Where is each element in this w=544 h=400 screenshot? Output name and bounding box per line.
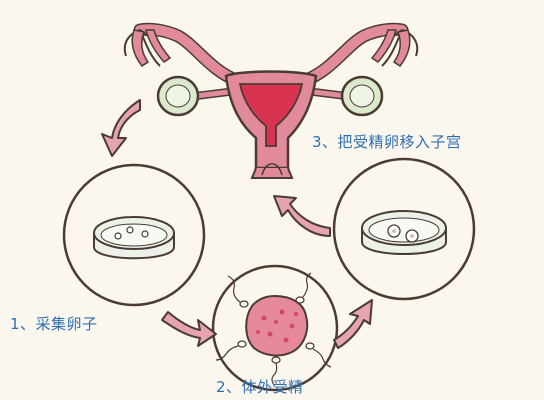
- arrow-dish-to-fertilization: [161, 311, 217, 347]
- step-2-label: 2、体外受精: [216, 378, 304, 396]
- embryo-culture-circle: [332, 157, 476, 301]
- egg-collection-circle: [62, 163, 206, 307]
- petri-dish-2: [361, 210, 447, 255]
- step-1-label: 1、采集卵子: [10, 315, 98, 333]
- uterus-cavity: [238, 83, 304, 147]
- arrow-ovary-to-dish: [101, 99, 141, 157]
- fertilization-circle: [211, 264, 339, 392]
- step-3-label: 3、把受精卵移入子宫: [312, 133, 462, 151]
- egg-with-sperm: [215, 272, 332, 386]
- petri-dish-1: [93, 216, 175, 260]
- arrow-fertilization-to-embryo: [333, 299, 373, 349]
- uterus-illustration: [123, 22, 419, 179]
- arrow-embryo-to-uterus: [273, 195, 331, 237]
